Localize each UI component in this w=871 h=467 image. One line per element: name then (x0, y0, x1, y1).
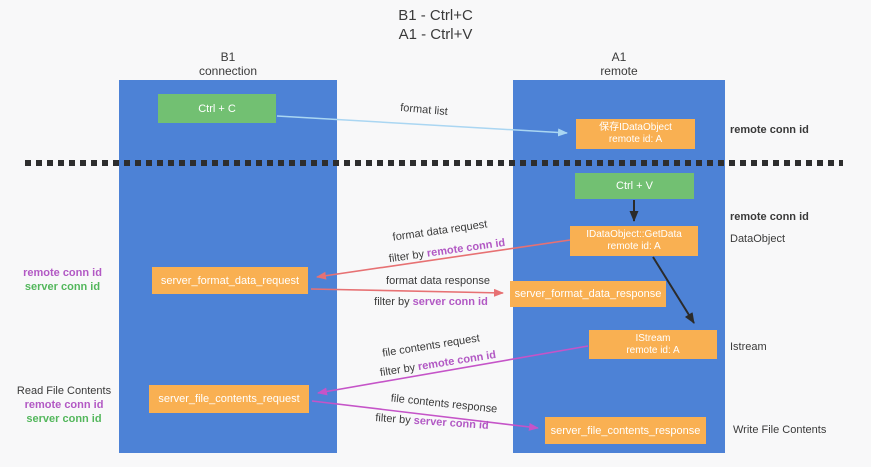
left-server-conn-id-low: server conn id (26, 413, 102, 425)
node-ctrl-v: Ctrl + V (575, 173, 694, 199)
session-boundary-dashed-line (25, 160, 843, 166)
left-column-header: B1 connection (119, 50, 337, 78)
diagram-title: B1 - Ctrl+C A1 - Ctrl+V (0, 6, 871, 44)
node-getdata-line1: IDataObject::GetData (586, 229, 682, 240)
left-conn-id-group-mid: remote conn id server conn id (15, 266, 110, 294)
label-format-data-request: format data request (391, 218, 489, 244)
node-istream-line1: IStream (635, 332, 671, 344)
filter-by-text: filter by (388, 248, 425, 266)
left-column-role: connection (198, 64, 258, 78)
right-write-file-contents-label: Write File Contents (733, 424, 827, 436)
node-istream: IStream remote id: A (589, 330, 717, 359)
node-idataobject-getdata: IDataObject::GetData remote id: A (570, 226, 698, 256)
node-server-format-data-response-label: server_format_data_response (514, 288, 662, 300)
server-conn-id-text: server conn id (413, 414, 490, 432)
right-column-role: remote (600, 64, 638, 78)
remote-conn-id-text: remote conn id (426, 236, 506, 260)
filter-by-text: filter by (379, 361, 417, 380)
right-column-name: A1 (611, 50, 627, 64)
right-dataobject-label: DataObject (730, 233, 786, 245)
label-format-data-response: format data response (386, 275, 490, 287)
node-istream-line2: remote id: A (626, 344, 680, 356)
node-server-format-data-response: server_format_data_response (510, 281, 666, 307)
server-conn-id-text: server conn id (412, 296, 488, 308)
right-istream-label: Istream (730, 341, 767, 353)
filter-by-text: filter by (374, 412, 412, 427)
right-remote-conn-id-mid: remote conn id (730, 211, 809, 223)
node-save-idataobject-line2: remote id: A (608, 134, 663, 145)
left-read-file-contents-label: Read File Contents (16, 385, 112, 397)
node-server-format-data-request-label: server_format_data_request (160, 274, 300, 287)
label-file-contents-response: file contents response (390, 392, 498, 416)
remote-conn-id-text: remote conn id (417, 348, 497, 374)
title-line-a1: A1 - Ctrl+V (398, 26, 473, 43)
node-getdata-line2: remote id: A (607, 241, 661, 252)
right-column-header: A1 remote (513, 50, 725, 78)
node-ctrl-c: Ctrl + C (158, 94, 276, 123)
node-server-format-data-request: server_format_data_request (152, 267, 308, 294)
title-line-b1: B1 - Ctrl+C (398, 7, 473, 24)
left-conn-id-group-low: Read File Contents remote conn id server… (10, 384, 118, 426)
left-remote-conn-id-mid: remote conn id (23, 267, 102, 279)
left-remote-conn-id-low: remote conn id (24, 399, 104, 411)
arrow-format-data-response (310, 288, 504, 297)
node-ctrl-c-label: Ctrl + C (198, 102, 236, 115)
label-format-list: format list (399, 101, 449, 119)
right-remote-conn-id-top: remote conn id (730, 124, 809, 136)
node-server-file-contents-response: server_file_contents_response (545, 417, 706, 444)
node-save-idataobject-line1: 保存IDataObject (599, 122, 672, 133)
node-ctrl-v-label: Ctrl + V (616, 180, 653, 192)
node-server-file-contents-request-label: server_file_contents_request (158, 393, 300, 405)
left-server-conn-id-mid: server conn id (24, 281, 101, 293)
node-save-idataobject: 保存IDataObject remote id: A (576, 119, 695, 149)
left-column-name: B1 (220, 50, 236, 64)
filter-by-text: filter by (374, 296, 410, 308)
node-server-file-contents-response-label: server_file_contents_response (550, 424, 701, 437)
node-server-file-contents-request: server_file_contents_request (149, 385, 309, 413)
